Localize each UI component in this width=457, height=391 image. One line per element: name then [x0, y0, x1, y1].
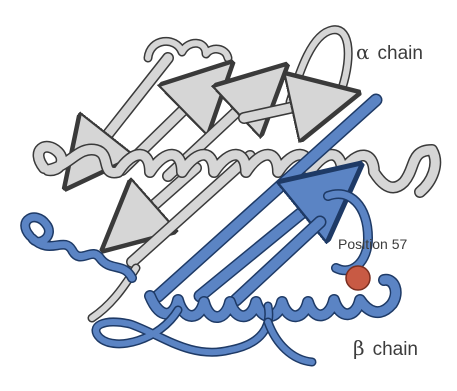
alpha-chain-ribbon — [39, 30, 436, 318]
position-57-label: Position 57 — [338, 236, 407, 252]
beta-symbol: β — [353, 336, 365, 360]
alpha-symbol: α — [356, 40, 370, 64]
position-57-marker — [346, 266, 370, 290]
alpha-chain-text: chain — [378, 43, 423, 64]
beta-chain-text: chain — [373, 339, 418, 360]
